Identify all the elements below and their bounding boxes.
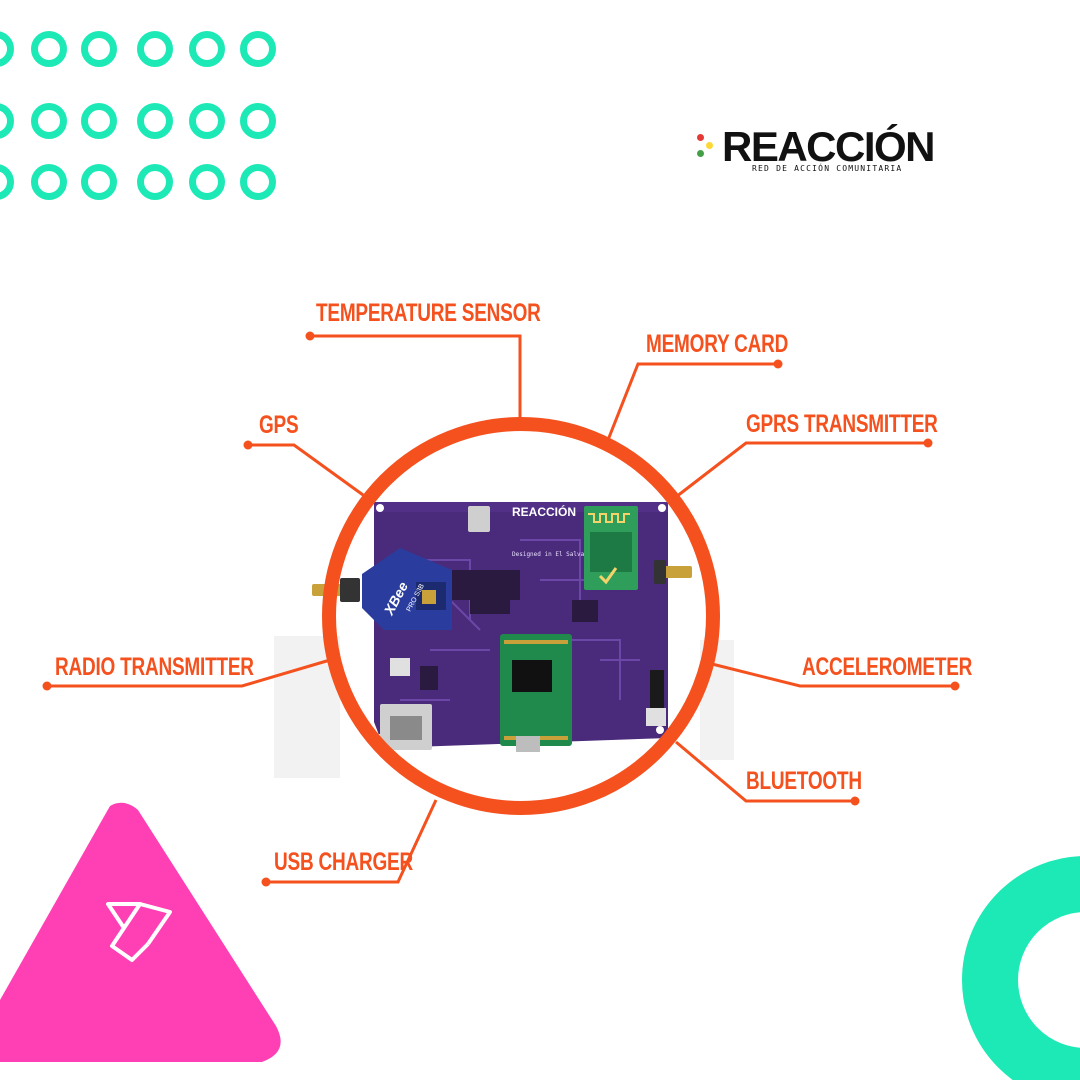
- label-gps: GPS: [259, 411, 299, 439]
- gprs-transmitter-leader: [671, 441, 928, 502]
- label-temperature-sensor: TEMPERATURE SENSOR: [316, 299, 541, 327]
- label-bluetooth: BLUETOOTH: [746, 767, 862, 795]
- accelerometer-leader: [711, 662, 955, 688]
- label-radio-transmitter: RADIO TRANSMITTER: [55, 653, 254, 681]
- temperature-sensor-leader: [310, 334, 522, 424]
- brand-mark-icon: [696, 134, 718, 160]
- label-memory-card: MEMORY CARD: [646, 330, 789, 358]
- brand-name: REACCIÓN: [722, 123, 936, 170]
- silkscreen-footer: Designed in El Salvador: [512, 551, 595, 558]
- label-gprs-transmitter: GPRS TRANSMITTER: [746, 410, 938, 438]
- brand-logo: REACCIÓN RED DE ACCIÓN COMUNITARIA: [696, 124, 956, 184]
- triangle-shape: [0, 802, 281, 1062]
- label-accelerometer: ACCELEROMETER: [802, 653, 973, 681]
- gps-leader: [248, 443, 371, 502]
- brand-tagline: RED DE ACCIÓN COMUNITARIA: [752, 164, 903, 173]
- radio-transmitter-leader: [47, 658, 331, 688]
- leader-endpoints: [42, 331, 960, 887]
- leader-lines: [47, 334, 955, 884]
- bluetooth-leader: [675, 740, 855, 803]
- brand-glyph-icon: [106, 902, 172, 962]
- usb-charger-leader: [266, 799, 438, 884]
- dots-pattern: [0, 0, 290, 210]
- ring-shape: [962, 856, 1080, 1080]
- silkscreen-title: REACCIÓN: [512, 504, 576, 519]
- pcb-board: REACCIÓN Designed in El Salvador XBee PR…: [312, 502, 692, 752]
- label-usb-charger: USB CHARGER: [274, 848, 413, 876]
- memory-card-leader: [606, 362, 778, 441]
